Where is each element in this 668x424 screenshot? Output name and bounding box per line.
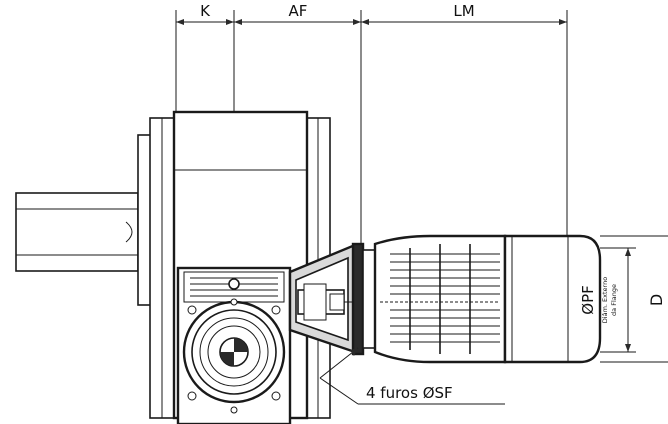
dim-label-pf: ØPF [579, 285, 597, 314]
holes-callout-label: 4 furos ØSF [366, 384, 453, 402]
dim-label-d: D [647, 294, 666, 306]
output-shaft [15, 192, 139, 272]
dim-label-lm: LM [453, 2, 474, 20]
pf-note-line1: Diâm. Externo [601, 277, 609, 323]
holes-callout-leader [319, 347, 505, 405]
pf-note-line2: da Flange [610, 284, 618, 316]
motor-body [373, 234, 507, 364]
adapter-flange [288, 243, 372, 354]
motor-fan-cover [503, 234, 668, 364]
dim-label-af: AF [289, 2, 308, 20]
dim-label-k: K [200, 2, 211, 20]
worm-gear-face [176, 266, 292, 424]
dimension-lines [175, 10, 636, 353]
motor-flange [351, 242, 376, 356]
